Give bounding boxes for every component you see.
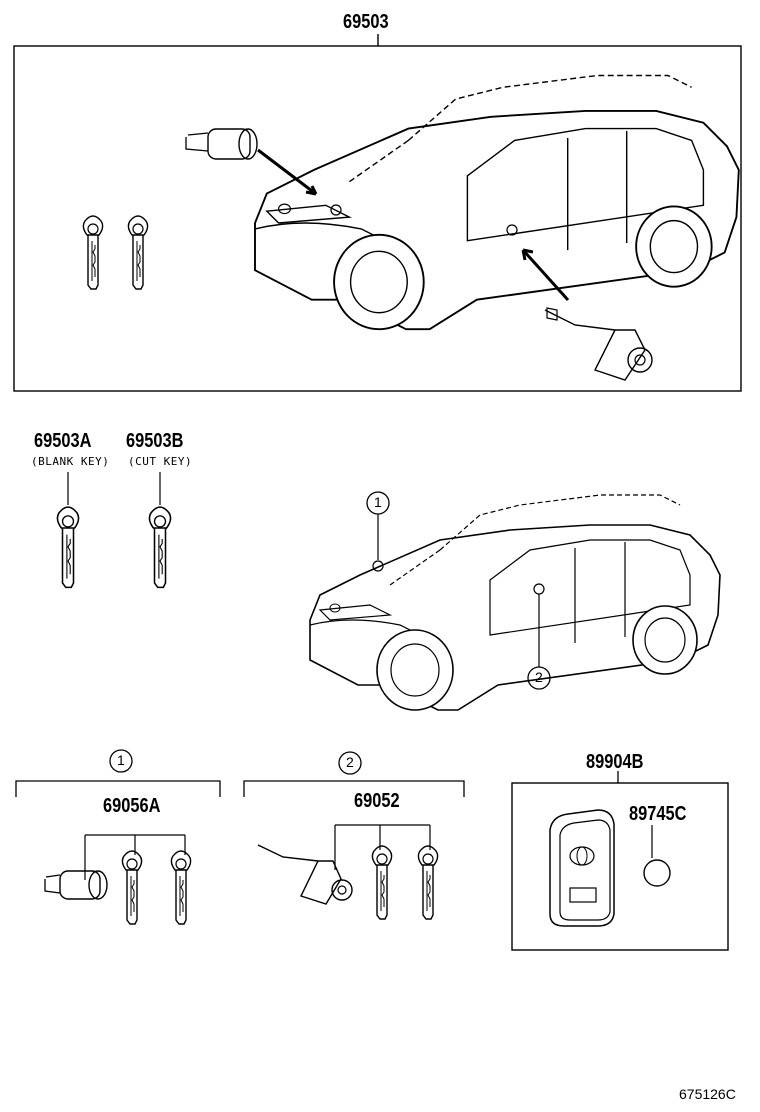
battery-part-number: 89745C: [629, 803, 687, 825]
blank-key-part-number: 69503A: [34, 430, 92, 452]
callout-1-hood: 1: [374, 494, 382, 510]
main-assembly-part-number: 69503: [343, 11, 389, 33]
blank-key-note: (BLANK KEY): [31, 455, 110, 468]
cut-key-part-number: 69503B: [126, 430, 184, 452]
kit-2-part-number: 69052: [354, 790, 400, 812]
kit-2-ref: 2: [346, 754, 354, 770]
callout-2-door: 2: [535, 669, 543, 685]
kit-1-part-number: 69056A: [103, 795, 161, 817]
cut-key-note: (CUT KEY): [128, 455, 193, 468]
kit-1-ref: 1: [117, 752, 125, 768]
remote-key-fob: [549, 809, 615, 927]
figure-code: 675126C: [679, 1086, 736, 1102]
transmitter-part-number: 89904B: [586, 751, 644, 773]
